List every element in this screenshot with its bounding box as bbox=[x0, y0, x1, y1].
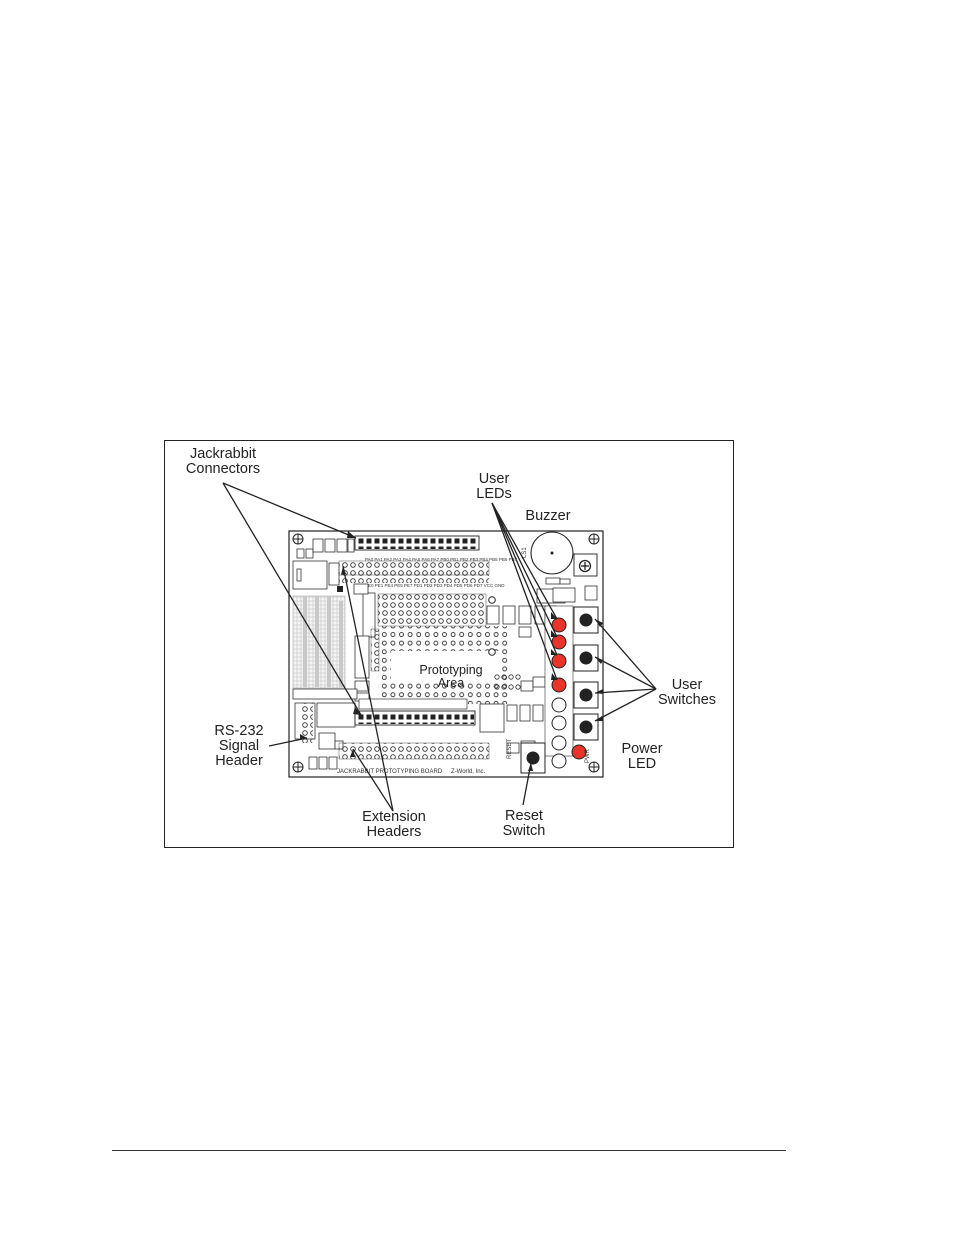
label-extension-headers: Extension Headers bbox=[362, 809, 426, 840]
smd-parts-top-left bbox=[292, 538, 355, 590]
rs232-header bbox=[301, 703, 313, 743]
label-prototyping-area: Prototyping Area bbox=[419, 663, 483, 690]
callout-arrowheads bbox=[300, 531, 603, 771]
user-led-4 bbox=[551, 677, 567, 693]
board-title: JACKRABBIT PROTOTYPING BOARD bbox=[337, 769, 443, 775]
label-rs232-header: RS-232 Signal Header bbox=[214, 723, 264, 769]
user-led-1 bbox=[551, 617, 567, 633]
power-ref: PWR bbox=[585, 748, 591, 763]
label-reset-switch: Reset Switch bbox=[502, 808, 546, 839]
mounting-holes bbox=[292, 533, 600, 773]
label-power-led: Power LED bbox=[621, 741, 663, 772]
led-column bbox=[544, 605, 587, 769]
board-diagram: PA0 PA1 PA2 PA3 PA4 PA5 PA6 PA7 PB0 PB1 … bbox=[222, 482, 657, 812]
footer-rule bbox=[112, 1150, 786, 1151]
label-user-switches: User Switches bbox=[657, 677, 717, 708]
user-led-3 bbox=[551, 653, 567, 669]
top-extension-row bbox=[338, 560, 490, 576]
upper-header-block bbox=[377, 593, 487, 627]
reset-ref: RESET bbox=[507, 739, 513, 759]
power-led bbox=[571, 744, 587, 760]
label-user-leds: User LEDs bbox=[476, 471, 512, 502]
label-buzzer: Buzzer bbox=[525, 508, 571, 524]
board-company: Z-World, Inc. bbox=[451, 769, 486, 775]
svg-text:PA0 PA1 PA2 PA3 PA4 PA5 PA6 PA: PA0 PA1 PA2 PA3 PA4 PA5 PA6 PA7 PB0 PB1 … bbox=[365, 557, 518, 562]
label-jackrabbit-connectors: Jackrabbit Connectors bbox=[185, 446, 261, 477]
figure-frame: PA0 PA1 PA2 PA3 PA4 PA5 PA6 PA7 PB0 PB1 … bbox=[164, 440, 734, 848]
svg-text:PE0 PE1 PE4 PE5 PE7 PD1 PD2 PD: PE0 PE1 PE4 PE5 PE7 PD1 PD2 PD3 PD4 PD5 … bbox=[365, 583, 505, 588]
buzzer-ref: LS1 bbox=[522, 547, 528, 558]
bottom-extension-header bbox=[338, 742, 490, 760]
callout-lines bbox=[222, 482, 657, 812]
